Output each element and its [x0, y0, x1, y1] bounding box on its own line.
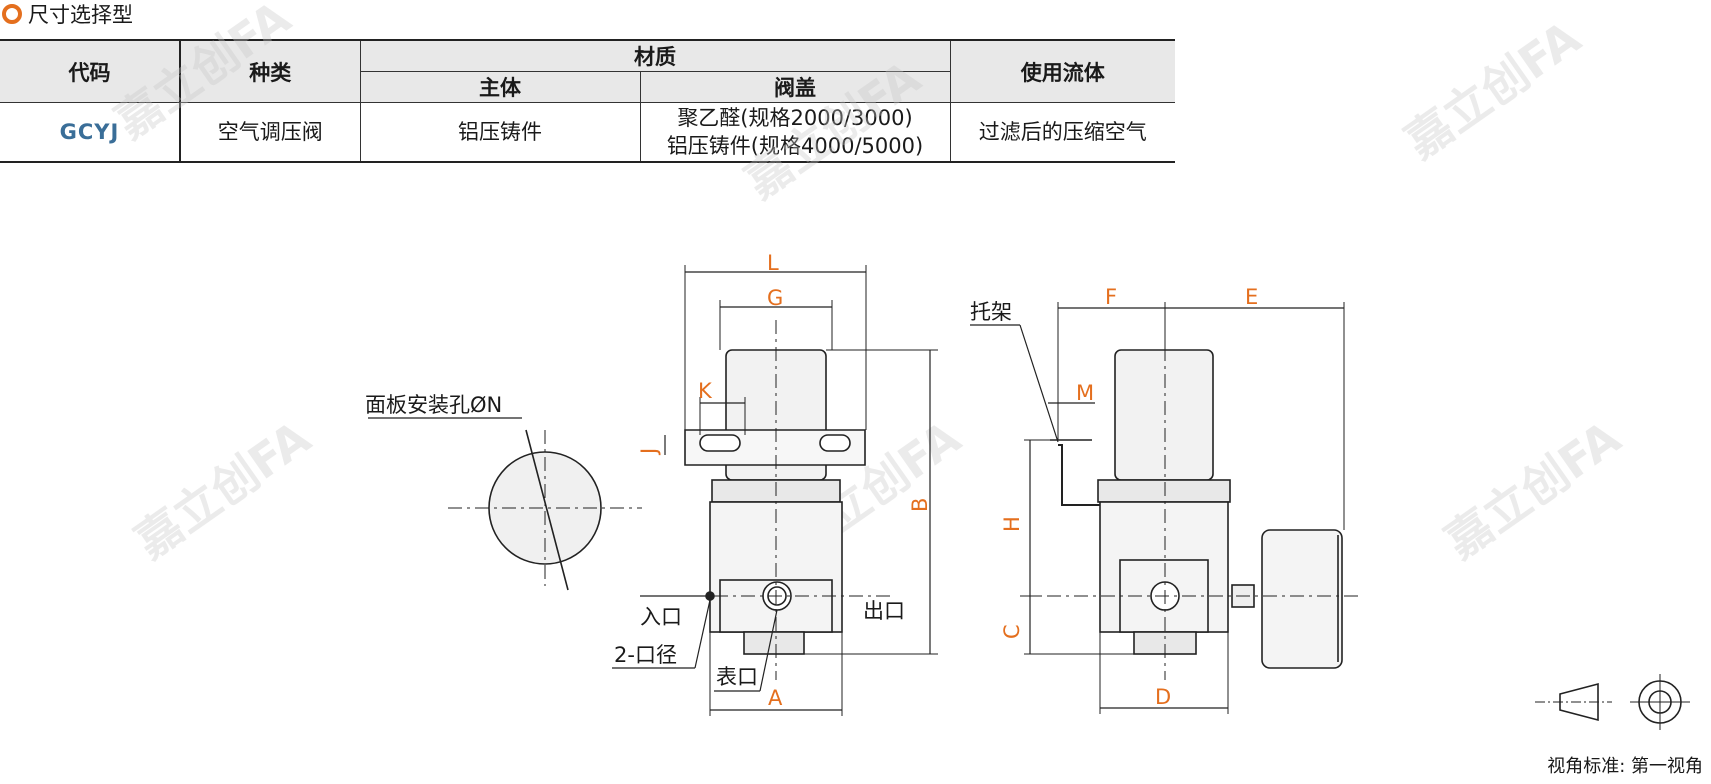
side-view	[970, 302, 1358, 714]
drawing-notes: 面板安装孔ØN 托架 入口 出口 2-口径 表口	[365, 300, 1012, 689]
view-standard-note: 视角标准: 第一视角	[1547, 756, 1703, 777]
dim-K: K	[698, 379, 713, 403]
watermark-brand: 嘉立创FA	[735, 50, 930, 209]
cell-bonnet-line1: 聚乙醛(规格2000/3000)	[677, 106, 913, 130]
watermark-brand: 嘉立创FA	[1395, 10, 1590, 169]
panel-hole-label: 面板安装孔ØN	[365, 393, 502, 417]
cell-fluid: 过滤后的压缩空气	[949, 102, 1175, 163]
header-bonnet: 阀盖	[639, 71, 950, 103]
dim-C: C	[1000, 624, 1024, 639]
spec-table: 代码 种类 材质 使用流体 主体 阀盖 GCYJ 空气调压阀 铝压铸件 聚乙醛(…	[0, 39, 1175, 163]
dim-H: H	[1000, 516, 1024, 532]
dim-J: J	[637, 448, 661, 456]
cell-code: GCYJ	[0, 102, 181, 163]
circle-bullet-icon	[2, 4, 22, 24]
watermark-group: 嘉立创FA 嘉立创FA 嘉立创FA 嘉立创FA 嘉立创FA 嘉立创FA	[105, 0, 1630, 569]
watermark-brand: 嘉立创FA	[125, 410, 320, 569]
dim-G: G	[767, 286, 783, 310]
outlet-label: 出口	[863, 599, 905, 623]
first-angle-projection-icon	[1535, 674, 1690, 730]
port-label: 2-口径	[614, 643, 677, 667]
dim-L: L	[767, 251, 779, 275]
gauge-port-label: 表口	[716, 665, 758, 689]
dim-A: A	[768, 686, 783, 710]
watermark-brand: 嘉立创FA	[1435, 410, 1630, 569]
bracket-label: 托架	[970, 300, 1012, 324]
dim-D: D	[1155, 685, 1171, 709]
front-view	[612, 265, 938, 716]
dim-F: F	[1105, 285, 1117, 309]
watermark-brand: 嘉立创FA	[105, 0, 300, 149]
inlet-label: 入口	[640, 605, 682, 629]
header-body: 主体	[360, 71, 641, 103]
dim-B: B	[908, 498, 932, 512]
section-title: 尺寸选择型	[28, 3, 133, 27]
cell-bonnet: 聚乙醛(规格2000/3000) 铝压铸件(规格4000/5000)	[639, 102, 951, 163]
dim-E: E	[1245, 285, 1258, 309]
cell-type: 空气调压阀	[179, 102, 361, 163]
header-fluid: 使用流体	[949, 39, 1175, 103]
dim-M: M	[1076, 381, 1094, 405]
cell-body: 铝压铸件	[359, 102, 641, 163]
header-type: 种类	[179, 39, 361, 103]
section-header: 尺寸选择型	[2, 0, 133, 28]
cell-bonnet-line2: 铝压铸件(规格4000/5000)	[666, 134, 924, 158]
dimension-labels: L G K J B A F E M H C D	[637, 251, 1258, 710]
header-code: 代码	[0, 39, 181, 103]
panel-hole-view	[368, 417, 642, 591]
header-material: 材质	[359, 39, 951, 72]
